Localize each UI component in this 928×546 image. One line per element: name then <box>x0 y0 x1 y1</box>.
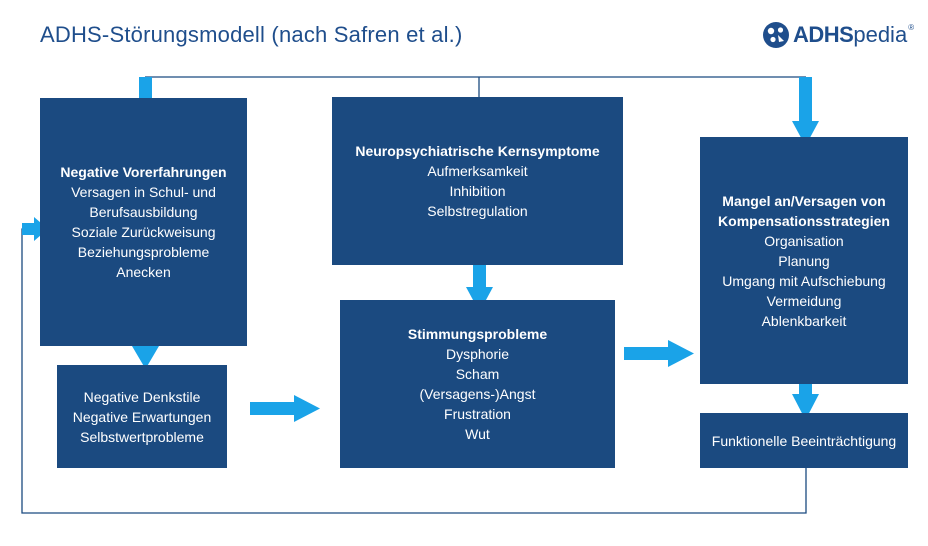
core-symptoms-item: Selbstregulation <box>427 203 528 219</box>
negative-thinking-item: Negative Erwartungen <box>72 408 212 425</box>
negative-experiences-item: Anecken <box>116 264 171 280</box>
core-symptoms-item: Inhibition <box>449 183 506 199</box>
box-functional-impairment: Funktionelle Beeinträchtigung <box>700 413 908 468</box>
compensation-item: Vermeidung <box>766 292 842 309</box>
compensation-item: Umgang mit Aufschiebung <box>722 272 886 289</box>
arrow-right-mood-problems <box>250 395 320 422</box>
adhspedia-logo: ADHS pedia ® <box>762 20 914 50</box>
negative-experiences-item: Versagen in Schul- und <box>71 184 216 200</box>
compensation-item: Ablenkbarkeit <box>761 312 847 329</box>
box-core-symptoms: Neuropsychiatrische Kernsymptome Aufmerk… <box>332 97 623 265</box>
mood-problems-item: Frustration <box>444 406 511 422</box>
arrow-right-compensation <box>624 340 694 367</box>
mood-problems-item: Dysphorie <box>445 346 510 362</box>
logo-text-light: pedia <box>853 22 908 47</box>
negative-thinking-item: Selbstwertprobleme <box>80 428 204 445</box>
compensation-heading: Mangel an/Versagen von <box>722 192 886 209</box>
compensation-item: Planung <box>778 252 830 269</box>
mood-problems-item: (Versagens-)Angst <box>419 386 536 402</box>
core-symptoms-item: Aufmerksamkeit <box>427 163 528 179</box>
arrow-down-compensation <box>792 77 819 146</box>
logo-registered-mark: ® <box>908 23 915 32</box>
functional-impairment-item: Funktionelle Beeinträchtigung <box>711 432 897 449</box>
negative-experiences-item: Berufsausbildung <box>89 204 198 220</box>
negative-experiences-heading: Negative Vorerfahrungen <box>60 164 227 180</box>
mood-problems-item: Scham <box>455 366 500 382</box>
compensation-heading: Kompensationsstrategien <box>718 212 890 229</box>
box-negative-experiences: Negative Vorerfahrungen Versagen in Schu… <box>40 98 247 346</box>
core-symptoms-heading: Neuropsychiatrische Kernsymptome <box>355 143 600 159</box>
box-mood-problems: Stimmungsprobleme Dysphorie Scham (Versa… <box>340 300 615 468</box>
diagram-title: ADHS-Störungsmodell (nach Safren et al.) <box>40 22 463 47</box>
box-compensation: Mangel an/Versagen von Kompensationsstra… <box>700 137 908 384</box>
negative-thinking-item: Negative Denkstile <box>83 388 201 405</box>
mood-problems-heading: Stimmungsprobleme <box>407 326 548 342</box>
logo-text-strong: ADHS <box>793 22 854 47</box>
negative-experiences-item: Soziale Zurückweisung <box>71 224 216 240</box>
negative-experiences-item: Beziehungsprobleme <box>77 244 210 260</box>
box-negative-thinking: Negative Denkstile Negative Erwartungen … <box>57 365 227 468</box>
mood-problems-item: Wut <box>465 426 490 442</box>
compensation-item: Organisation <box>764 232 844 249</box>
logo-mark-icon <box>763 22 789 48</box>
